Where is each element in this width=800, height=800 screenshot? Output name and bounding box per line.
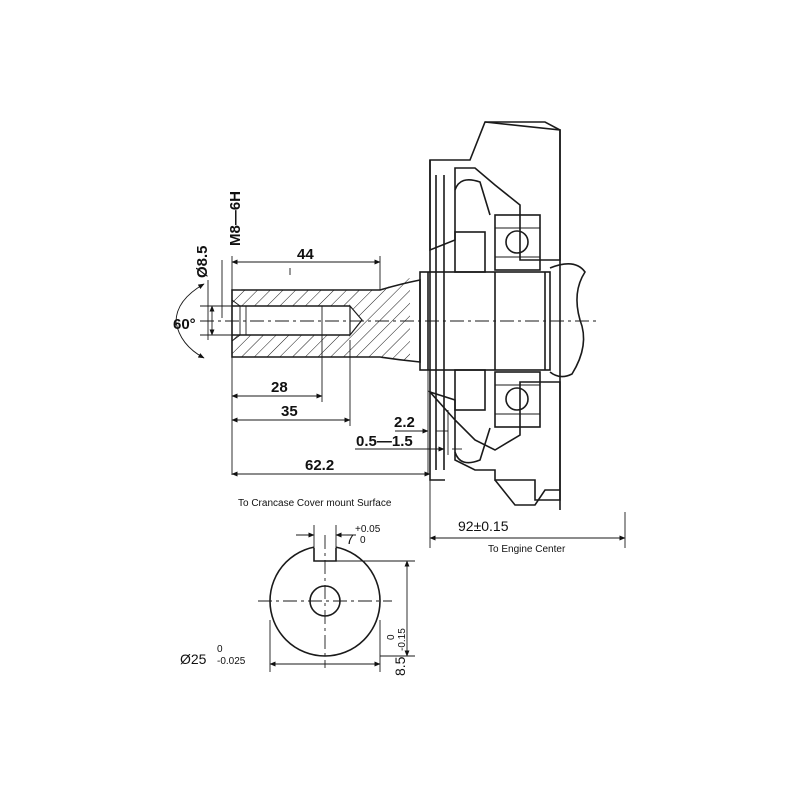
upper-bearing <box>494 214 541 271</box>
shaft-break <box>549 263 586 378</box>
lower-ball <box>505 387 529 411</box>
dim-0-5-1-5-label: 0.5—1.5 <box>356 433 413 450</box>
bore-cavity <box>232 306 350 335</box>
angle-label: 60° <box>173 316 196 333</box>
upper-ball <box>505 230 529 254</box>
key-depth-label: 8.5 <box>392 656 408 676</box>
dim-92-label: 92±0.15 <box>458 518 509 534</box>
dim-35-label: 35 <box>281 403 298 420</box>
housing-flange <box>494 479 560 506</box>
key-width-label: 7 <box>346 531 354 547</box>
drill-point <box>349 304 363 337</box>
dim-62-2-label: 62.2 <box>305 457 334 474</box>
upper-seal <box>454 231 486 273</box>
dimensions-side: M8—6H Ø8.5 60° 44 28 35 2.2 0. <box>173 191 626 555</box>
dim-44-label: 44 <box>297 246 314 263</box>
key-width-tol-lower: 0 <box>360 535 366 546</box>
shaft-side-view <box>200 263 600 378</box>
crankcase-note: To Crancase Cover mount Surface <box>238 498 392 509</box>
shaft-dia-tol-upper: 0 <box>217 644 223 655</box>
key-depth-tol: -0.15 <box>397 628 408 651</box>
dim-28-label: 28 <box>271 379 288 396</box>
lower-bearing <box>494 371 541 428</box>
dim-2-2-label: 2.2 <box>394 414 415 431</box>
keyway <box>314 540 336 562</box>
bore-diameter-label: Ø8.5 <box>194 245 211 278</box>
shaft-dia-tol-lower: -0.025 <box>217 656 246 667</box>
key-depth-tol-upper: 0 <box>386 634 397 640</box>
shaft-cross-section: 7 +0.05 0 Ø25 0 -0.025 8.5 -0.15 0 <box>180 524 415 676</box>
shaft-diameter-label: Ø25 <box>180 651 207 667</box>
key-width-tol-upper: +0.05 <box>355 524 381 535</box>
housing-upper <box>429 121 561 261</box>
lower-seal <box>454 369 486 411</box>
engine-center-note: To Engine Center <box>488 544 566 555</box>
thread-label: M8—6H <box>227 191 244 246</box>
